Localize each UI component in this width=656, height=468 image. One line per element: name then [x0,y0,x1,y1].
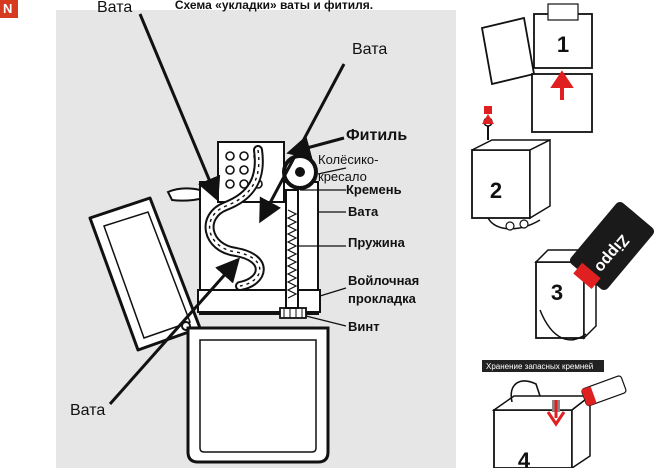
spring [286,209,298,299]
step-4-illustration: Хранение запасных кремней 4 [482,360,627,468]
label-koleso-1: Колёсико- [318,152,379,167]
label-koleso-2: кресало [318,169,367,184]
label-vata-top-right: Вата [352,41,387,58]
zippo-fluid-can: Zippo [569,201,655,291]
step-3-illustration: Zippo 3 [534,201,655,341]
storage-caption-bar [482,360,604,372]
step-1-illustration: 1 [480,3,593,133]
step-2-arrow-up [482,114,494,124]
label-vata-bottom: Вата [70,402,105,419]
flint-pack [581,375,627,407]
step-1-arrow-up [550,70,574,100]
leader-lines [298,167,347,327]
step-2-illustration: 2 [471,106,551,231]
arrow-vata-top-left [138,13,221,202]
label-fitil: Фитиль [346,127,407,144]
wick [204,145,265,291]
arrow-vata-bottom [108,257,240,405]
label-voilok-1: Войлочная [348,273,419,288]
label-pruzhina: Пружина [348,235,406,250]
diagram-title: Схема «укладки» ваты и фитиля. [175,0,373,12]
corner-badge-letter: N [3,1,13,16]
label-kremen: Кремень [346,182,402,197]
arrow-fitil [286,135,345,159]
label-vata-top-left: Вата [97,0,132,16]
step-4-arrow-down [546,400,566,427]
lighter-case [186,326,330,464]
label-vata-mid: Вата [348,204,379,219]
step-3-number: 3 [551,280,563,305]
cam-lever [166,187,206,202]
step-2-number: 2 [490,178,502,203]
corner-badge: N [0,0,18,18]
label-voilok-2: прокладка [348,291,417,306]
step-4-number: 4 [518,448,531,468]
storage-caption: Хранение запасных кремней [486,362,593,371]
step-1-number: 1 [557,32,569,57]
label-vint: Винт [348,319,380,334]
